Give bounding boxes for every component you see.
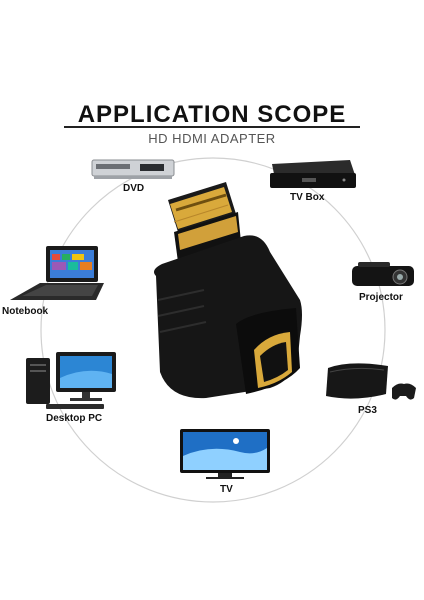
hdmi-adapter-icon [154, 182, 302, 399]
device-label-tv: TV [220, 484, 233, 495]
device-label-notebook: Notebook [2, 306, 49, 317]
device-label-dvd: DVD [123, 183, 145, 194]
device-label-projector: Projector [359, 292, 403, 303]
tv-box-icon [270, 160, 356, 188]
game-console-icon [326, 363, 416, 400]
page-title: APPLICATION SCOPE [77, 101, 347, 128]
device-label-ps3: PS3 [358, 405, 377, 416]
title-underline [64, 126, 360, 128]
device-label-desktop-pc: Desktop PC [46, 413, 103, 424]
dvd-player-icon [91, 159, 175, 179]
scope-circle [40, 157, 386, 503]
desktop-pc-icon [26, 352, 116, 409]
page-subtitle: HD HDMI ADAPTER [148, 131, 276, 146]
device-label-tv-box: TV Box [290, 192, 325, 203]
laptop-icon [10, 246, 104, 300]
projector-icon [352, 262, 414, 286]
tv-icon [180, 429, 270, 479]
